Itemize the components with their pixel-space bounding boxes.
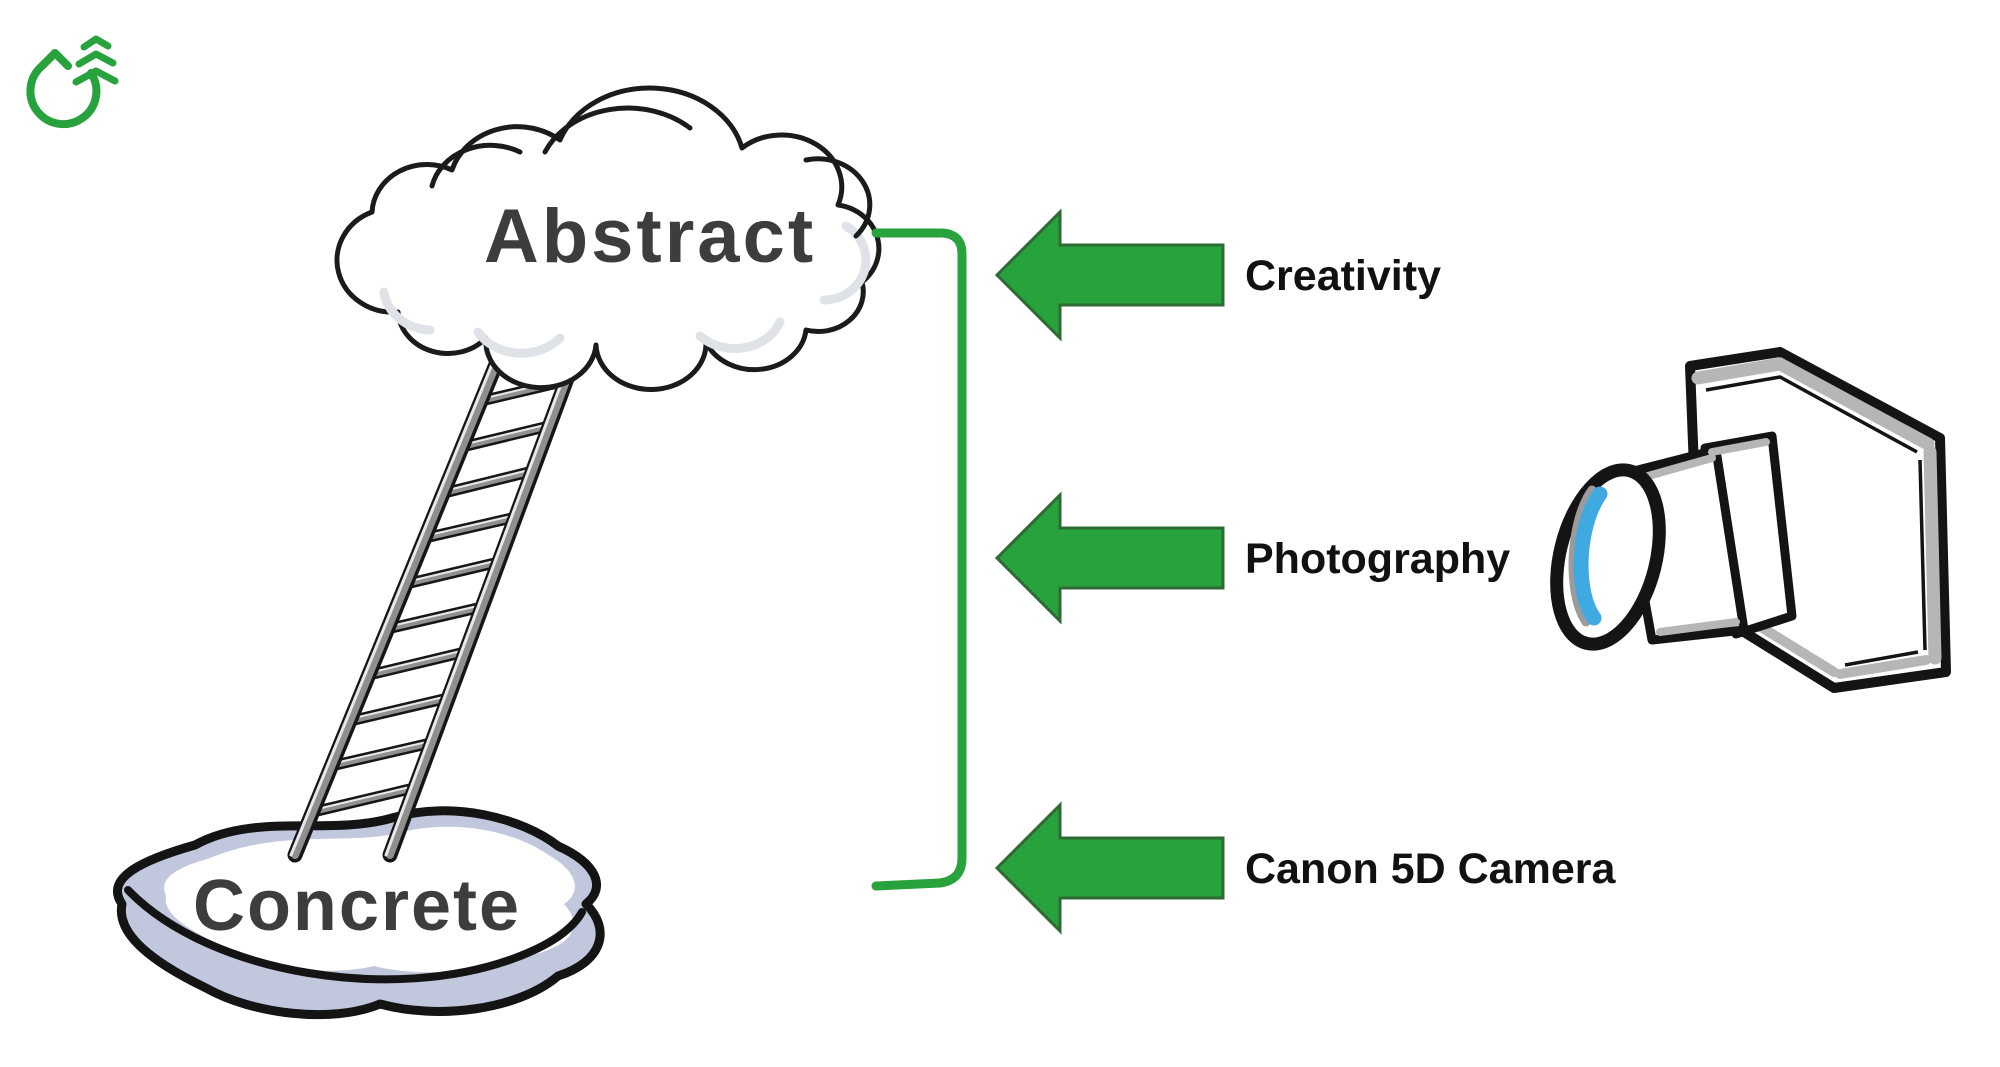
cloud-sketch-strokes bbox=[429, 105, 873, 239]
camera-icon bbox=[1550, 347, 1951, 693]
chevron-up-icon bbox=[72, 35, 119, 86]
drop-with-chevrons-icon bbox=[26, 49, 101, 129]
scope-bracket bbox=[871, 228, 967, 891]
level-canon-5d-camera: Canon 5D Camera bbox=[994, 801, 1616, 935]
left-arrow-icon bbox=[994, 208, 1225, 342]
abstract-cloud: Abstract bbox=[334, 85, 882, 392]
level-label: Photography bbox=[1245, 535, 1510, 583]
cloud-shading bbox=[379, 221, 871, 358]
left-arrow-icon bbox=[994, 801, 1225, 935]
slab-inner-face bbox=[164, 826, 575, 973]
left-arrow-icon bbox=[994, 491, 1225, 625]
ladder bbox=[287, 310, 596, 863]
cloud-label: Abstract bbox=[484, 194, 816, 279]
lens-glass-highlight bbox=[1573, 486, 1608, 626]
level-photography: Photography bbox=[994, 491, 1510, 625]
level-label: Creativity bbox=[1245, 252, 1441, 300]
camera-body-inner-lines bbox=[1705, 375, 1927, 667]
level-label: Canon 5D Camera bbox=[1245, 845, 1616, 893]
ladder-rails-metal bbox=[291, 314, 592, 859]
lens-glass-shadow bbox=[1568, 485, 1597, 627]
ground-label: Concrete bbox=[193, 866, 521, 946]
level-creativity: Creativity bbox=[994, 208, 1441, 342]
slab-front-edge bbox=[124, 886, 586, 984]
ladder-rungs-highlight bbox=[312, 332, 584, 811]
ground-slab bbox=[113, 806, 605, 1020]
ladder-rails-highlight bbox=[289, 316, 586, 857]
ladder-rails bbox=[287, 310, 596, 863]
company-logo bbox=[26, 35, 119, 129]
camera-body-shading bbox=[1691, 357, 1942, 665]
ladder-rungs-metal bbox=[310, 332, 586, 815]
camera-body-shading-2 bbox=[1751, 619, 1931, 679]
